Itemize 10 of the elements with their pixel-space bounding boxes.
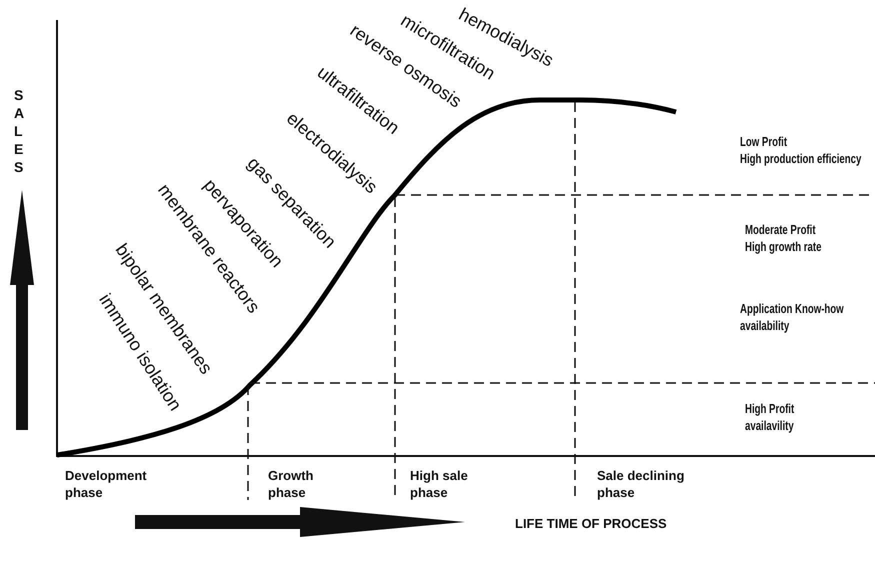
phase-label: Growth phase	[268, 467, 314, 501]
axis-label: SALES	[14, 86, 26, 176]
phase-note: Low Profit High production efficiency	[740, 133, 862, 167]
axis-label: LIFE TIME OF PROCESS	[515, 515, 667, 532]
phase-note: High Profit availavility	[745, 400, 794, 434]
phase-note: Application Know-how availability	[740, 300, 844, 334]
phase-note: Moderate Profit High growth rate	[745, 221, 822, 255]
phase-label: High sale phase	[410, 467, 468, 501]
phase-label: Sale declining phase	[597, 467, 684, 501]
phase-label: Development phase	[65, 467, 147, 501]
